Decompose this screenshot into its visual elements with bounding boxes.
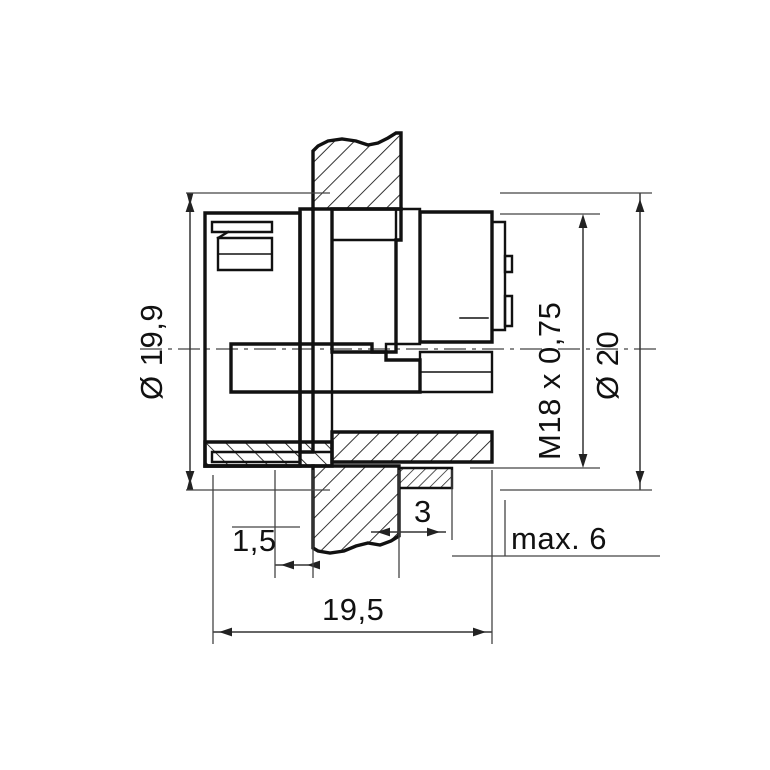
flange-right-outline bbox=[330, 430, 494, 464]
barrel-outer-face bbox=[490, 220, 507, 332]
shell-contact-cavity bbox=[216, 236, 274, 272]
dim-arrow-m18-bottom bbox=[578, 454, 588, 468]
dim-arrow-1-5-left bbox=[281, 560, 294, 570]
mounting-panel-upper bbox=[311, 131, 403, 211]
upper-panel-hatch-fill bbox=[313, 133, 401, 209]
mounting-panel-lower bbox=[311, 464, 401, 555]
dim-label-max-6: max. 6 bbox=[511, 521, 607, 556]
dim-label-thread-m18: M18 x 0,75 bbox=[532, 302, 567, 460]
dim-arrow-19-9-bottom bbox=[185, 471, 195, 484]
dim-arrow-19-5-right bbox=[473, 627, 486, 637]
dim-label-length-3: 3 bbox=[414, 494, 432, 529]
dim-arrow-19-5-left bbox=[219, 627, 232, 637]
barrel-body bbox=[418, 210, 494, 344]
dim-label-diameter-20: Ø 20 bbox=[590, 331, 625, 400]
shoulder-right-ext bbox=[418, 350, 494, 394]
lower-panel-hatch-fill bbox=[313, 466, 399, 553]
shoulder-notch bbox=[384, 342, 398, 354]
dimension-length-19-5: 19,5 bbox=[212, 470, 493, 644]
dimension-thread-m18: M18 x 0,75 bbox=[470, 213, 600, 469]
dimension-diameter-19-9: Ø 19,9 bbox=[134, 192, 330, 491]
dim-label-length-1-5: 1,5 bbox=[232, 523, 277, 558]
dim-arrow-3-left bbox=[377, 527, 390, 537]
shell-cavity-chamfer bbox=[216, 230, 230, 240]
shoulder-block bbox=[229, 342, 494, 394]
dim-label-diameter-19-9: Ø 19,9 bbox=[134, 304, 169, 400]
thread-crest-upper bbox=[503, 254, 514, 274]
shell-top-step bbox=[210, 220, 274, 234]
dimension-length-3: 3 bbox=[371, 470, 453, 578]
flange-plate bbox=[203, 430, 494, 490]
thread-crest-lower bbox=[503, 294, 514, 328]
threaded-barrel bbox=[418, 210, 514, 344]
dimension-max-6: max. 6 bbox=[452, 500, 660, 557]
shoulder-body bbox=[229, 342, 422, 394]
dim-arrow-20-bottom bbox=[635, 471, 645, 484]
dimension-length-1-5: 1,5 bbox=[232, 470, 320, 578]
dim-arrow-20-top bbox=[635, 199, 645, 212]
dim-arrow-19-9-top bbox=[185, 199, 195, 212]
dim-arrow-m18-top bbox=[578, 214, 588, 228]
dim-label-length-19-5: 19,5 bbox=[322, 592, 384, 627]
upper-panel-outline bbox=[311, 131, 403, 211]
washer-hatch bbox=[399, 468, 452, 488]
flange-right-hatch bbox=[332, 432, 492, 462]
flange-groove bbox=[210, 450, 302, 464]
connector-body-section bbox=[203, 131, 514, 555]
dimension-diameter-20: Ø 20 bbox=[500, 192, 652, 491]
insulator-rib bbox=[394, 207, 422, 346]
dim-arrow-3-right bbox=[427, 527, 440, 537]
insulator-carrier bbox=[330, 207, 422, 354]
